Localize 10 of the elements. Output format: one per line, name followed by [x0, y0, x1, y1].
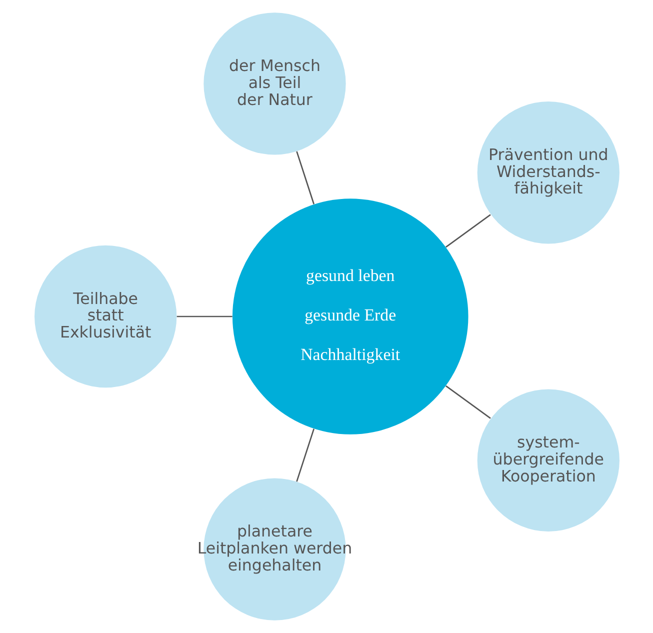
- connector: [176, 316, 232, 318]
- node-circle: der Mensch als Teil der Natur: [203, 12, 346, 155]
- node-circle: gesund leben gesunde Erde Nachhaltigkeit: [232, 198, 468, 434]
- node-circle: Teilhabe statt Exklusivität: [34, 245, 176, 388]
- node-circle: Prävention und Widerstands- fähigkeit: [476, 102, 619, 244]
- connector: [445, 214, 490, 248]
- connector: [296, 428, 314, 482]
- connector: [445, 385, 490, 419]
- connector: [296, 151, 314, 204]
- node-circle: system- übergreifende Kooperation: [476, 389, 619, 532]
